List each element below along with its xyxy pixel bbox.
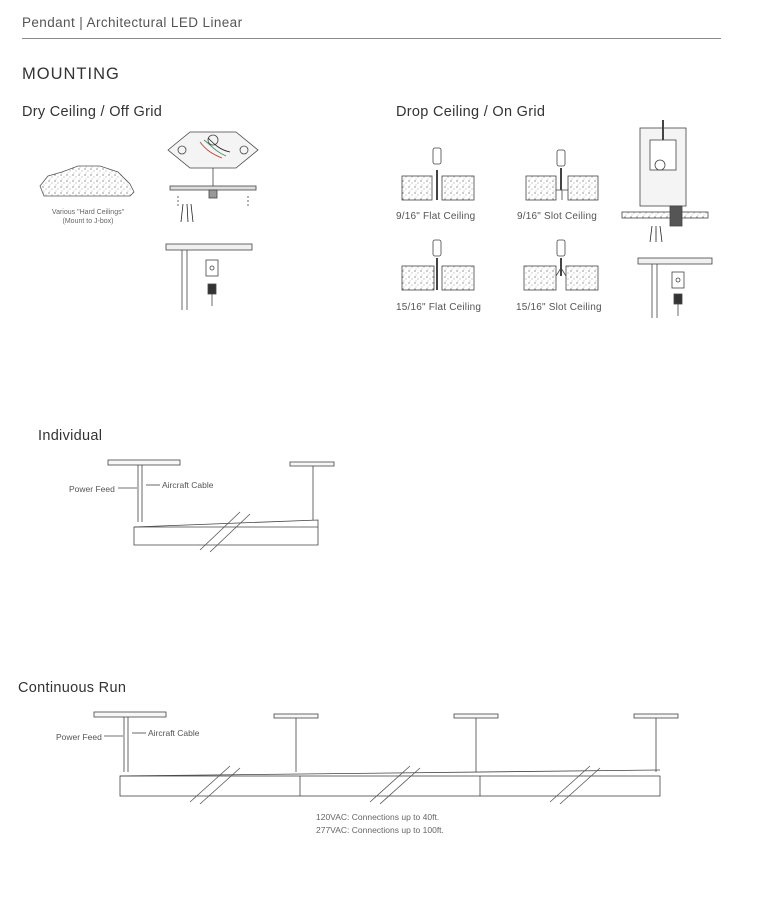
caption-15-16-flat: 15/16" Flat Ceiling (396, 302, 482, 313)
jbox-assembly-illustration (165, 131, 259, 310)
continuous-aircraft-cable-label: Aircraft Cable (148, 728, 200, 738)
drop-ceiling-box-assembly (621, 120, 713, 318)
drop-ceiling-15-16-slot (523, 239, 599, 291)
connection-note-277vac: 277VAC: Connections up to 100ft. (316, 825, 444, 835)
individual-title: Individual (38, 428, 103, 444)
hard-ceiling-caption-line1: Various "Hard Ceilings" (51, 209, 125, 216)
drop-ceiling-15-16-flat (401, 239, 475, 291)
hard-ceiling-caption-line2: (Mount to J-box) (62, 218, 114, 225)
individual-aircraft-cable-label: Aircraft Cable (162, 480, 214, 490)
section-title: MOUNTING (22, 65, 120, 83)
drop-ceiling-9-16-slot (525, 149, 599, 201)
dry-ceiling-title: Dry Ceiling / Off Grid (22, 104, 163, 120)
drop-ceiling-title: Drop Ceiling / On Grid (396, 104, 546, 120)
individual-power-feed-label: Power Feed (69, 484, 115, 494)
continuous-run-title: Continuous Run (18, 680, 127, 696)
header-divider (22, 38, 721, 39)
individual-pendant-illustration (107, 459, 335, 553)
hard-ceiling-illustration (39, 165, 135, 197)
continuous-power-feed-label: Power Feed (56, 732, 102, 742)
hard-ceiling-caption: Various "Hard Ceilings" (Mount to J-box) (36, 208, 140, 226)
page-header-title: Pendant | Architectural LED Linear (22, 15, 243, 30)
continuous-run-illustration (93, 711, 679, 805)
caption-9-16-slot: 9/16" Slot Ceiling (517, 211, 597, 222)
caption-15-16-slot: 15/16" Slot Ceiling (516, 302, 602, 313)
drop-ceiling-9-16-flat (401, 147, 475, 201)
caption-9-16-flat: 9/16" Flat Ceiling (396, 211, 476, 222)
connection-note-120vac: 120VAC: Connections up to 40ft. (316, 812, 440, 822)
